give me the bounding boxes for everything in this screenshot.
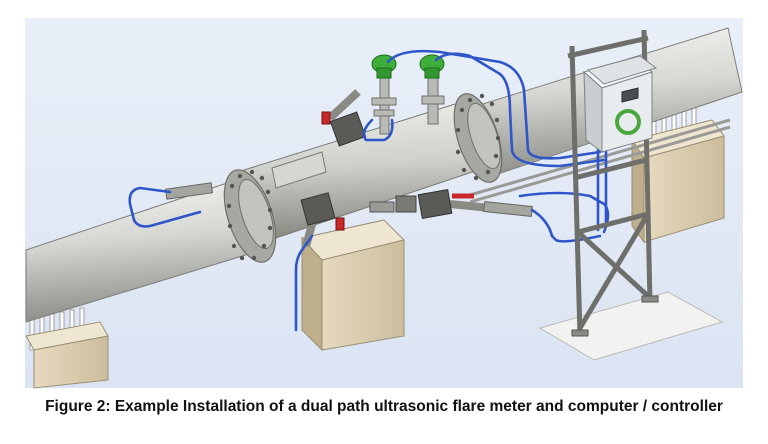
concrete-support-left bbox=[25, 321, 109, 389]
figure-caption: Figure 2: Example Installation of a dual… bbox=[45, 398, 723, 415]
stand-feet bbox=[571, 295, 659, 337]
transducer-top-left bbox=[321, 89, 367, 147]
signal-cables bbox=[128, 49, 610, 332]
installation-illustration bbox=[25, 18, 743, 389]
transducer-right bbox=[369, 188, 491, 220]
concrete-support-center bbox=[301, 219, 405, 352]
flange-left bbox=[223, 169, 277, 263]
ultrasonic-transducer-icon bbox=[300, 89, 491, 248]
cable-gland-left bbox=[164, 182, 214, 200]
spool-junction-box bbox=[271, 151, 327, 189]
flow-computer-cabinet-icon bbox=[582, 55, 658, 153]
cabinet-logo-icon bbox=[615, 109, 641, 135]
stand-base-slab bbox=[538, 291, 724, 361]
cable-gland-right bbox=[483, 200, 533, 218]
flange-right bbox=[453, 93, 503, 183]
rear-small-pipes bbox=[469, 118, 731, 204]
